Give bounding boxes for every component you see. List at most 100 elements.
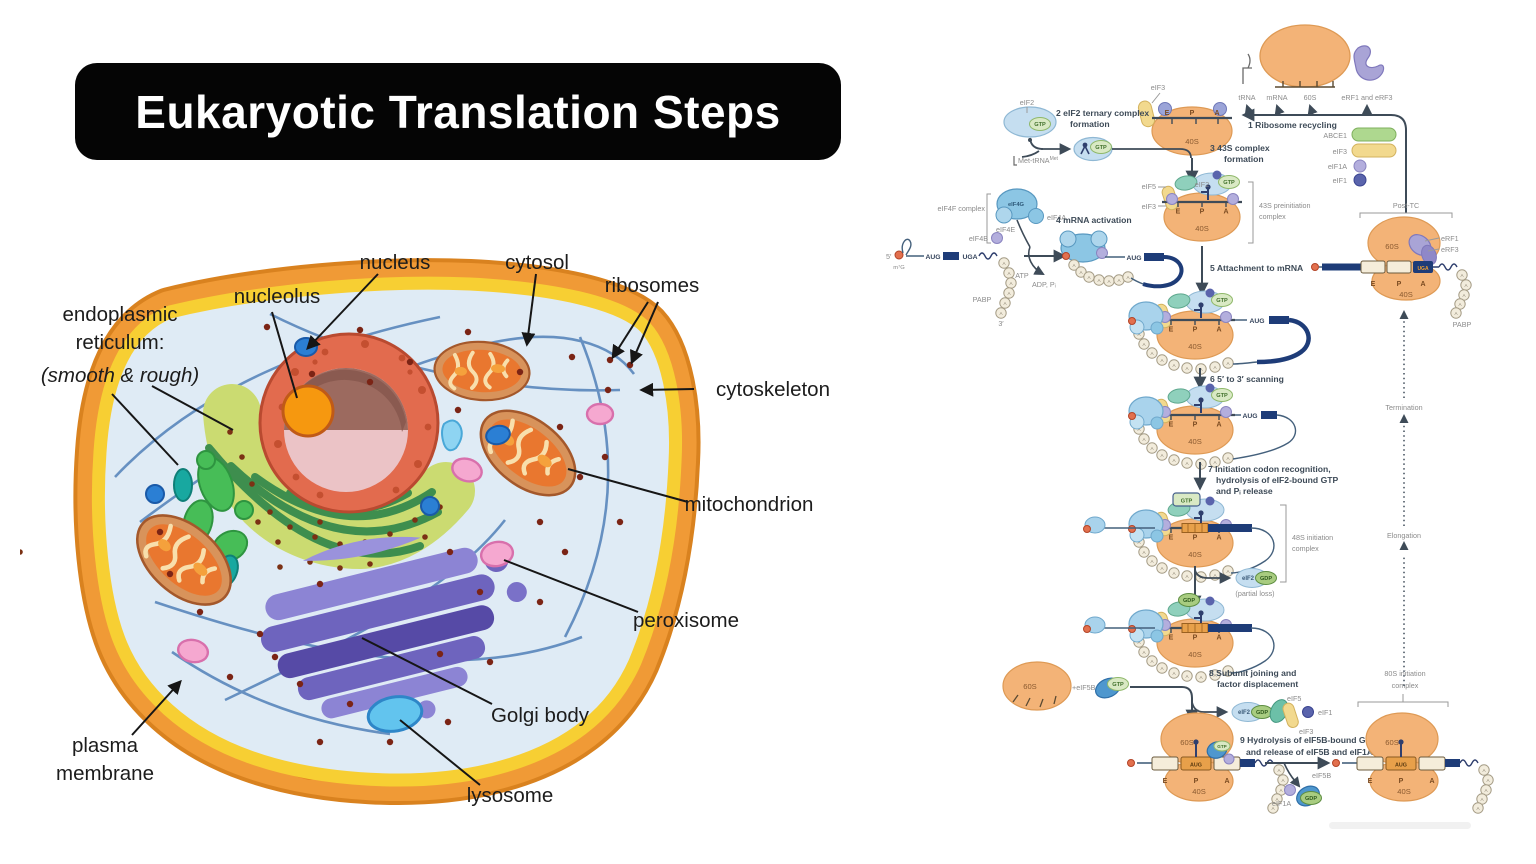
label-eif2-43s: eIF2 — [1195, 180, 1209, 189]
43s-preinitiation-complex: eIF2 eIF5 eIF3 43S preinitiation complex — [1142, 169, 1311, 244]
step-5: 5 Attachment to mRNA — [1210, 263, 1303, 273]
watermark — [1329, 822, 1471, 829]
step-7c: and Pᵢ release — [1216, 486, 1273, 496]
site-p: P — [1190, 110, 1195, 117]
label-eif1-released: eIF1 — [1318, 708, 1332, 717]
site-e: E — [1371, 281, 1376, 288]
label-aug-1: AUG — [925, 254, 940, 261]
ribosome-dots — [156, 323, 634, 746]
golgi-body — [261, 536, 527, 727]
label-43s-a: 43S preinitiation — [1259, 201, 1311, 210]
step-7a: 7 Initiation codon recognition, — [1208, 464, 1331, 474]
label-48s-b: complex — [1292, 544, 1319, 553]
label-eif4a: eIF4A — [1047, 213, 1066, 222]
label-plasma-1: plasma — [72, 734, 139, 757]
step-8a: 8 Subunit joining and — [1209, 668, 1296, 678]
48s-initiation-complex: GTP — [1082, 492, 1275, 582]
label-eif1a-released: eIF1A — [1272, 799, 1291, 808]
label-adp: ADP, Pᵢ — [1032, 280, 1056, 289]
ribosome-recycling: tRNA mRNA 60S eRF1 and eRF3 1 Ribosome r… — [1238, 24, 1407, 213]
label-cytoskeleton: cytoskeleton — [716, 378, 830, 401]
site-p: P — [1397, 281, 1402, 288]
label-eif1a: eIF1A — [1328, 162, 1347, 171]
label-48s-a: 48S initiation — [1292, 533, 1333, 542]
80s-initiation-complex — [1333, 713, 1494, 813]
label-pabp-2: PABP — [1453, 320, 1472, 329]
60s-subunit — [1259, 24, 1351, 88]
eif1a-ball — [1353, 159, 1367, 173]
label-er-1: endoplasmic — [62, 303, 177, 326]
label-eif5-released: eIF5 — [1287, 694, 1301, 703]
label-aug-4: AUG — [1242, 413, 1257, 420]
mrna-activation: eIF4F complex eIF4G eIF4A eIF4E eIF4B 4 … — [886, 188, 1184, 328]
site-e: E — [1165, 110, 1170, 117]
step-1: 1 Ribosome recycling — [1248, 120, 1337, 130]
trna-glyph — [1242, 53, 1252, 84]
title-banner: Eukaryotic Translation Steps — [75, 63, 841, 160]
site-a: A — [1420, 281, 1425, 288]
60s-joining: 60S +eIF5B eIF5 eIF3 eIF1 — [1002, 661, 1332, 736]
subunit-40s: 40S — [1185, 137, 1199, 146]
step-9b: and release of eIF5B and eIF1A — [1246, 747, 1373, 757]
step-4: 4 mRNA activation — [1056, 215, 1132, 225]
label-plus-eif5b: +eIF5B — [1072, 683, 1096, 692]
scanning-complex: AUG — [1127, 382, 1297, 470]
step-3a: 3 43S complex — [1210, 143, 1270, 153]
label-60s-posttc: 60S — [1385, 242, 1399, 251]
label-lysosome: lysosome — [467, 784, 554, 807]
label-erf1-erf3: eRF1 and eRF3 — [1341, 93, 1392, 102]
label-aug-2: AUG — [1126, 255, 1141, 262]
abce1-pill — [1351, 127, 1397, 142]
label-60s: 60S — [1304, 93, 1317, 102]
label-pabp-1: PABP — [973, 295, 992, 304]
label-aug-3: AUG — [1249, 318, 1264, 325]
label-atp: ATP — [1015, 271, 1029, 280]
label-eif3-43s: eIF3 — [1142, 202, 1156, 211]
label-abce1: ABCE1 — [1323, 131, 1347, 140]
label-m7g: m⁷G — [893, 264, 905, 271]
eif1-ball — [1353, 173, 1367, 187]
label-nucleus: nucleus — [360, 251, 431, 274]
label-erf3: eRF3 — [1441, 245, 1459, 254]
label-lines — [111, 273, 695, 786]
label-uga-1: UGA — [962, 254, 977, 261]
elongation-termination-arrow — [1399, 310, 1409, 686]
label-eif3-top: eIF3 — [1151, 83, 1165, 92]
site-a: A — [1214, 110, 1219, 117]
label-eif5b-released: eIF5B — [1312, 771, 1331, 780]
label-5prime: 5′ — [886, 252, 892, 261]
step-7b: hydrolysis of eIF2-bound GTP — [1216, 475, 1338, 485]
label-eif4b: eIF4B — [969, 234, 988, 243]
released-eif2-gdp — [1236, 569, 1277, 588]
label-eif4e: eIF4E — [996, 225, 1015, 234]
step-2a: 2 eIF2 ternary complex — [1056, 108, 1149, 118]
label-er-2: reticulum: — [76, 331, 165, 354]
label-met-trna: Met-tRNAMet — [1018, 156, 1059, 165]
label-eif1: eIF1 — [1333, 176, 1347, 185]
label-golgi: Golgi body — [491, 704, 590, 727]
label-termination: Termination — [1385, 403, 1422, 412]
m7g-cap — [894, 250, 904, 260]
label-eif5: eIF5 — [1142, 182, 1156, 191]
label-post-tc: Post-TC — [1393, 201, 1419, 210]
step-8b: factor displacement — [1217, 679, 1298, 689]
label-43s-b: complex — [1259, 212, 1286, 221]
translation-pathway: A GTP GDP eIF2 — [886, 24, 1536, 864]
label-peroxisome: peroxisome — [633, 609, 739, 632]
step-6: 6 5′ to 3′ scanning — [1210, 374, 1284, 384]
40s-complex: E P A 40S — [1137, 100, 1233, 156]
nucleus-shape — [258, 332, 440, 514]
label-eif2: eIF2 — [1020, 98, 1034, 107]
post-tc-complex: 60S UGA E P A 40S PABP — [1311, 216, 1472, 329]
vesicles — [145, 337, 615, 733]
ternary-complex-formation: eIF2 2 eIF2 ternary complex formation Me… — [1003, 98, 1192, 166]
label-trna: tRNA — [1238, 93, 1255, 102]
eif4b-ball — [991, 232, 1003, 244]
label-nucleolus: nucleolus — [234, 285, 321, 308]
page-title: Eukaryotic Translation Steps — [135, 85, 781, 138]
attached-complex: AUG — [1127, 287, 1311, 375]
label-plasma-2: membrane — [56, 762, 154, 785]
label-elongation: Elongation — [1387, 531, 1421, 540]
label-partial-loss: (partial loss) — [1235, 589, 1274, 598]
